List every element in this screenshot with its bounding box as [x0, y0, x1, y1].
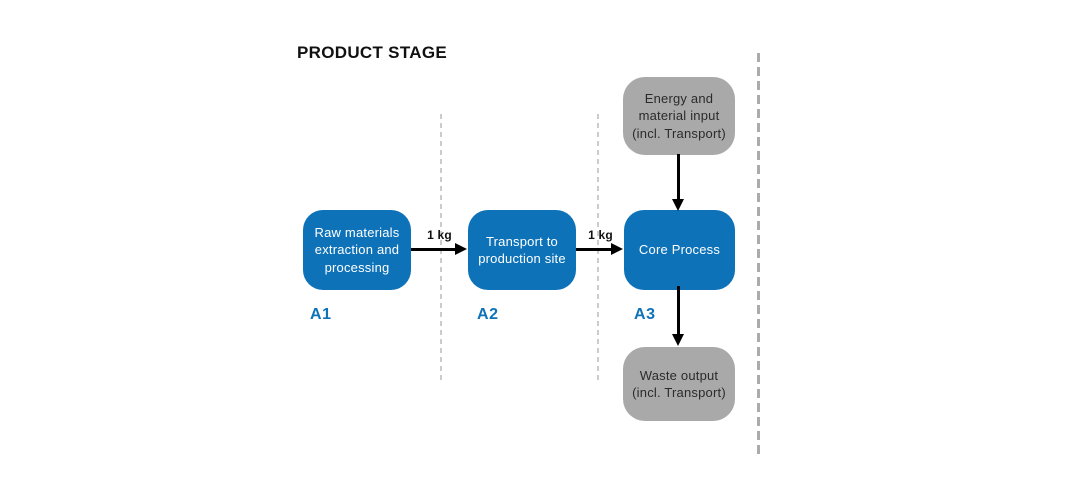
- stage-divider-a2-a3: [597, 114, 599, 380]
- stage-divider-a1-a2: [440, 114, 442, 380]
- stage-label-a1: A1: [310, 306, 332, 323]
- flow-quantity-a1-a2: 1 kg: [427, 228, 452, 242]
- system-boundary-divider: [757, 53, 760, 457]
- flow-arrow-a2-to-a3: [576, 243, 623, 255]
- stage-label-a3: A3: [634, 306, 656, 323]
- flow-arrow-a1-to-a2: [411, 243, 467, 255]
- transport-node: Transport to production site: [468, 210, 576, 290]
- core-process-node: Core Process: [624, 210, 735, 290]
- flow-arrow-core-to-waste: [672, 286, 684, 346]
- diagram-title: PRODUCT STAGE: [297, 43, 447, 62]
- flow-quantity-a2-a3: 1 kg: [588, 228, 613, 242]
- waste-output-node: Waste output (incl. Transport): [623, 347, 735, 421]
- stage-label-a2: A2: [477, 306, 499, 323]
- energy-material-input-node: Energy and material input (incl. Transpo…: [623, 77, 735, 155]
- raw-materials-node: Raw materials extraction and processing: [303, 210, 411, 290]
- flow-arrow-energy-to-core: [672, 154, 684, 211]
